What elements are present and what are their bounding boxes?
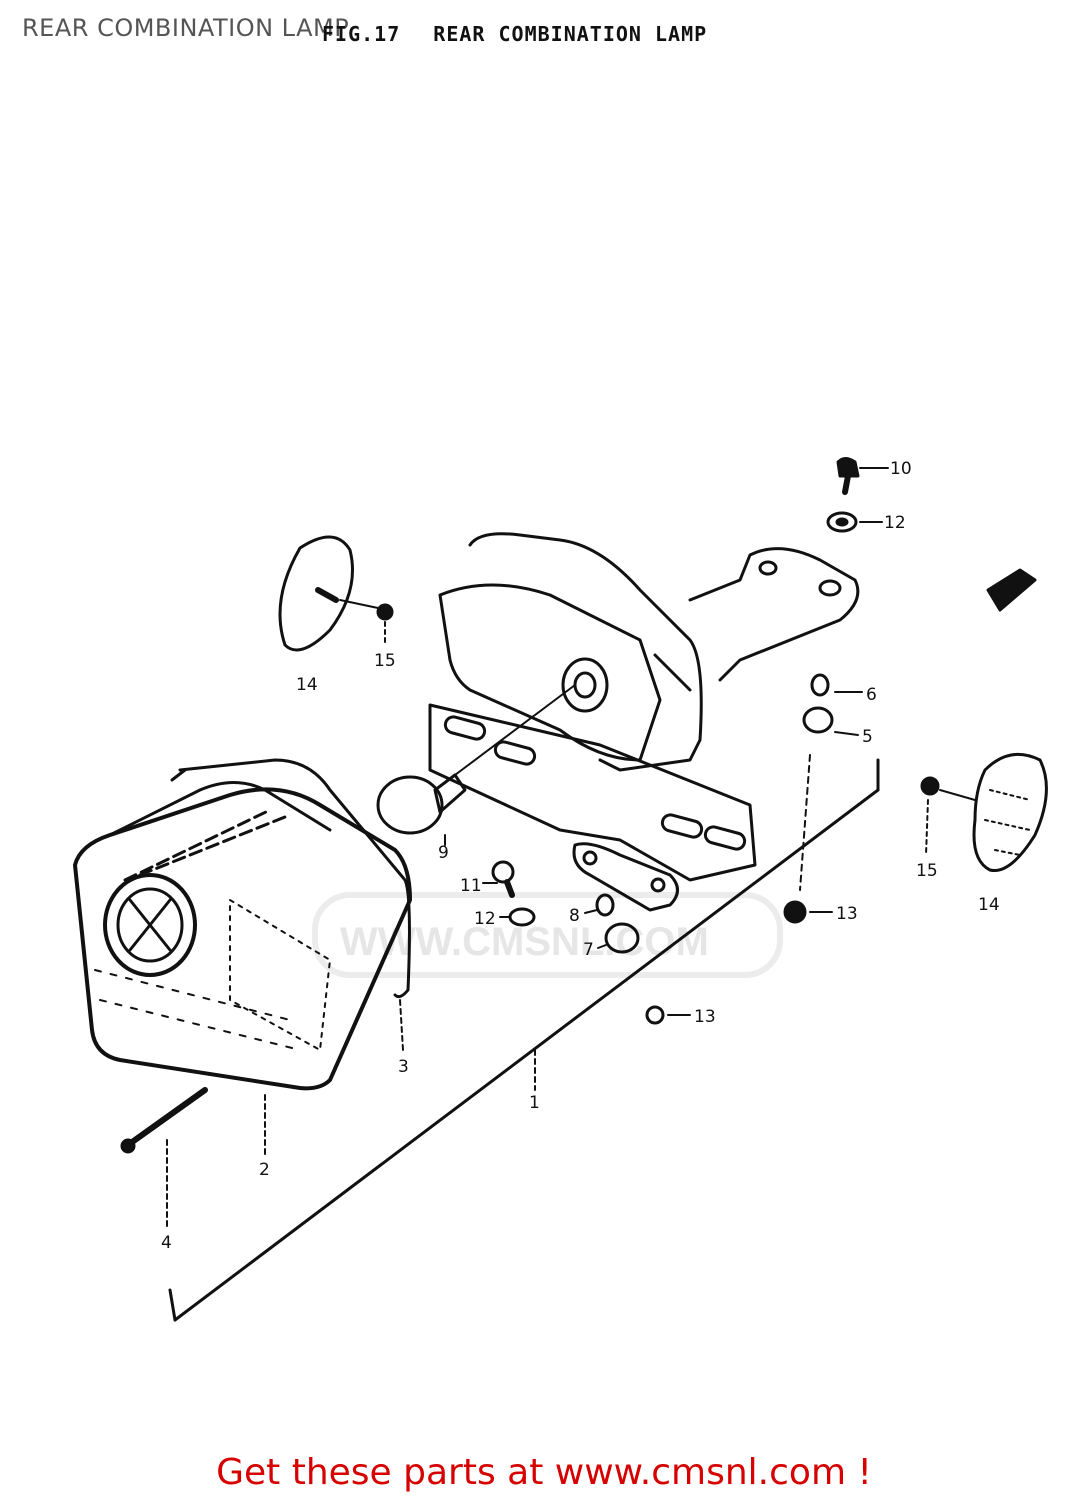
- cushion-5: [802, 706, 859, 736]
- assembly-bracket: [173, 788, 880, 1322]
- callout-4: 4: [161, 1233, 172, 1253]
- callout-12-lower: 12: [474, 909, 496, 929]
- callout-6: 6: [866, 685, 877, 705]
- gasket: [178, 758, 411, 999]
- reflector-14-right: [939, 752, 1048, 873]
- screw-11: [482, 860, 515, 898]
- washer-12-lower: [499, 907, 536, 927]
- callout-14-right: 14: [978, 895, 1000, 915]
- callout-2: 2: [259, 1160, 270, 1180]
- callout-1: 1: [529, 1093, 540, 1113]
- callout-9: 9: [438, 843, 449, 863]
- figure-number: FIG.17: [322, 22, 401, 46]
- callout-13-bottom: 13: [694, 1007, 716, 1027]
- lower-bracket: [572, 842, 679, 912]
- direction-tag-icon: [986, 568, 1037, 612]
- mounting-bracket: [688, 547, 860, 682]
- cushion-7: [597, 922, 640, 954]
- bolt-10: [836, 457, 889, 495]
- figure-title: REAR COMBINATION LAMP: [433, 22, 708, 46]
- bulb: [376, 684, 576, 835]
- lamp-base: [438, 532, 703, 772]
- nut-13-bottom: [645, 1005, 691, 1025]
- long-screw: [120, 1087, 208, 1154]
- callout-12-top: 12: [884, 513, 906, 533]
- license-plate-bracket: [428, 703, 757, 882]
- watermark: WWW.CMSNL.COM: [340, 920, 709, 964]
- callout-15-left: 15: [374, 651, 396, 671]
- nut-13-right: [783, 900, 833, 924]
- footer-parts-link[interactable]: Get these parts at www.cmsnl.com !: [216, 1452, 872, 1493]
- callout-13-right: 13: [836, 904, 858, 924]
- callout-8: 8: [569, 906, 580, 926]
- collar-8: [584, 893, 615, 917]
- reflector-14-left: [278, 535, 379, 652]
- figure-heading: FIG.17 REAR COMBINATION LAMP: [322, 22, 727, 46]
- nut-15-left: [376, 603, 394, 646]
- watermark-frame: [312, 892, 783, 978]
- callout-14-left: 14: [296, 675, 318, 695]
- nut-15-right: [920, 776, 940, 856]
- callout-5: 5: [862, 727, 873, 747]
- lamp-housing: [73, 781, 412, 1091]
- callout-10: 10: [890, 459, 912, 479]
- callout-3: 3: [398, 1057, 409, 1077]
- page-title: REAR COMBINATION LAMP: [22, 14, 350, 42]
- callout-11: 11: [460, 876, 482, 896]
- exploded-parts-diagram: WWW.CMSNL.COM: [73, 457, 1048, 1322]
- collar-6: [810, 673, 863, 697]
- washer-12-top: [826, 511, 883, 533]
- callout-15-right: 15: [916, 861, 938, 881]
- callout-7: 7: [583, 940, 594, 960]
